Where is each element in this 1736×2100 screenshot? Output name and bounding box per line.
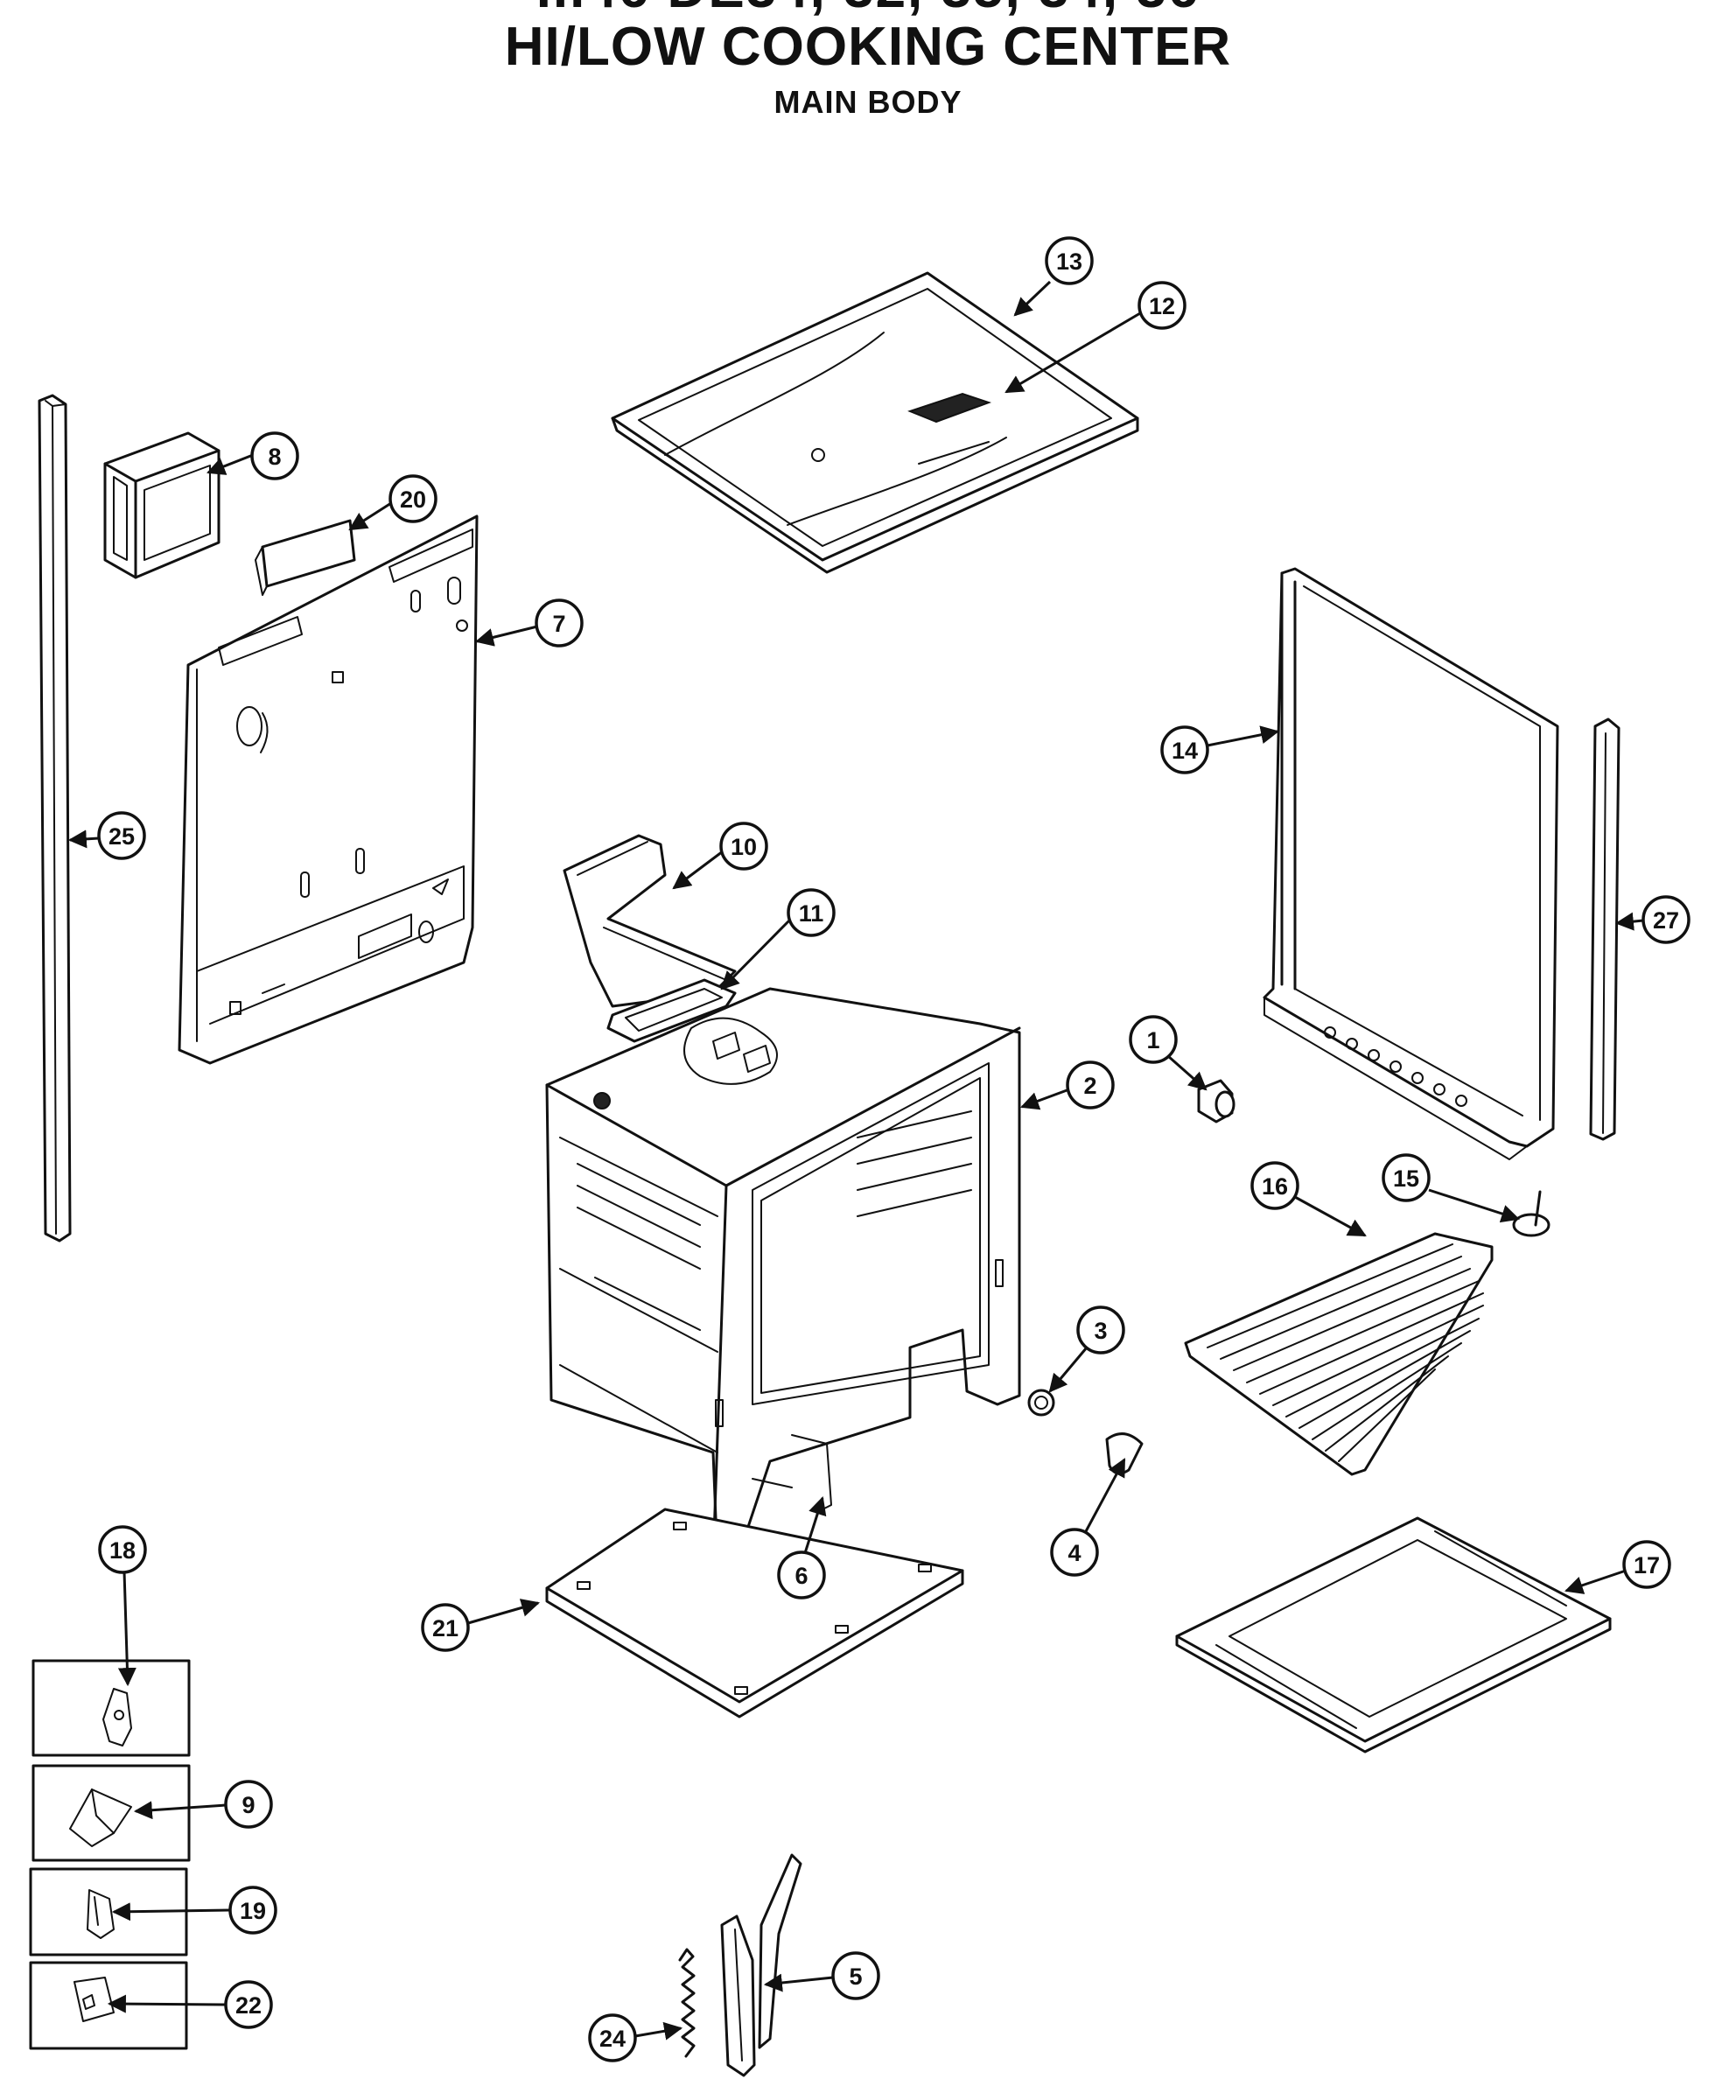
part-bracket-6 — [752, 1434, 832, 1510]
callout-20: 20 — [348, 474, 438, 531]
callout-24-label: 24 — [599, 2026, 626, 2052]
callout-2: 2 — [1020, 1060, 1115, 1110]
callout-5-label: 5 — [849, 1964, 862, 1990]
callout-3: 3 — [1048, 1306, 1125, 1393]
callout-11: 11 — [720, 888, 836, 990]
callout-19-label: 19 — [240, 1898, 266, 1924]
part-base-plate — [545, 1508, 964, 1718]
callout-16: 16 — [1250, 1161, 1367, 1237]
callout-22: 22 — [107, 1980, 273, 2029]
callout-11-label: 11 — [799, 900, 824, 927]
part-bottom-tray — [1175, 1516, 1612, 1754]
part-side-trim-left — [38, 394, 72, 1242]
callout-25: 25 — [67, 811, 146, 860]
callout-9: 9 — [133, 1780, 273, 1829]
callout-17: 17 — [1564, 1540, 1671, 1594]
callout-24: 24 — [588, 2013, 683, 2062]
callout-19: 19 — [111, 1886, 277, 1935]
callout-12-label: 12 — [1149, 293, 1175, 319]
callout-2-label: 2 — [1083, 1073, 1096, 1099]
part-knob-3 — [1027, 1389, 1055, 1417]
part-hinge-5 — [720, 1853, 802, 2077]
callout-14-label: 14 — [1172, 738, 1198, 764]
callout-6: 6 — [777, 1495, 827, 1600]
callout-7: 7 — [474, 598, 584, 648]
part-top-panel — [611, 271, 1139, 574]
callout-4: 4 — [1050, 1458, 1126, 1577]
callout-9-label: 9 — [242, 1792, 255, 1818]
callout-16-label: 16 — [1262, 1173, 1288, 1200]
inset-box-22 — [29, 1961, 188, 2050]
callout-15-label: 15 — [1393, 1166, 1419, 1192]
callout-1: 1 — [1129, 1015, 1208, 1091]
callout-17-label: 17 — [1634, 1552, 1660, 1578]
part-control-box — [103, 431, 220, 579]
callout-13-label: 13 — [1056, 248, 1082, 275]
callout-27: 27 — [1614, 895, 1690, 944]
callout-4-label: 4 — [1068, 1540, 1081, 1566]
callout-22-label: 22 — [235, 1992, 262, 2019]
callout-18: 18 — [98, 1525, 147, 1687]
part-spring-24 — [678, 1948, 696, 2058]
callout-13: 13 — [1013, 236, 1094, 317]
callout-8: 8 — [206, 431, 299, 480]
callout-10: 10 — [672, 822, 768, 890]
callout-10-label: 10 — [731, 834, 757, 860]
inset-box-9 — [32, 1764, 191, 1862]
part-foot-4 — [1105, 1432, 1144, 1475]
callout-12: 12 — [1004, 281, 1186, 394]
part-knob-1 — [1197, 1079, 1236, 1124]
callout-25-label: 25 — [108, 823, 135, 850]
diagram-subtitle: MAIN BODY — [774, 84, 962, 120]
callout-14: 14 — [1160, 725, 1280, 774]
callout-1-label: 1 — [1146, 1027, 1159, 1054]
model-numbers-partial: ...46 DE34, 32, 35, 34, 36 — [0, 0, 1736, 20]
callout-20-label: 20 — [400, 486, 426, 513]
part-leveler-15 — [1512, 1190, 1550, 1237]
callout-5: 5 — [763, 1951, 880, 2000]
diagram-title: HI/LOW COOKING CENTER — [504, 17, 1232, 77]
part-oven-rack — [1184, 1232, 1494, 1476]
inset-box-18 — [32, 1659, 191, 1757]
callout-21: 21 — [421, 1599, 541, 1652]
callout-21-label: 21 — [432, 1615, 458, 1642]
callout-15: 15 — [1382, 1153, 1520, 1223]
part-side-panel — [1263, 567, 1559, 1160]
callout-7-label: 7 — [552, 611, 565, 637]
callout-3-label: 3 — [1094, 1318, 1107, 1344]
callout-27-label: 27 — [1653, 907, 1679, 934]
part-vent-duct — [563, 834, 737, 1043]
callout-8-label: 8 — [268, 444, 281, 470]
part-back-panel — [178, 514, 479, 1065]
part-oven-body — [545, 987, 1021, 1564]
part-side-trim-right — [1589, 718, 1620, 1141]
callout-18-label: 18 — [109, 1537, 136, 1564]
part-bracket-20 — [255, 519, 356, 596]
callout-6-label: 6 — [794, 1563, 808, 1589]
